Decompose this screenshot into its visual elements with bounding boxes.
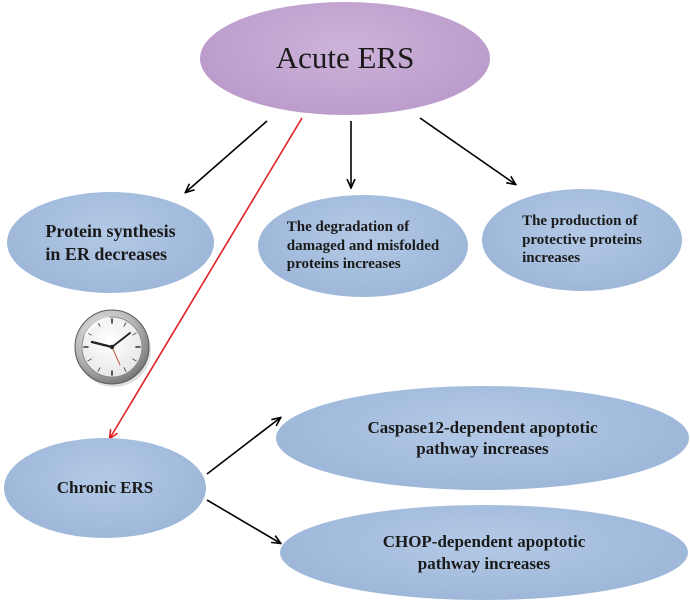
node-chop: CHOP-dependent apoptotic pathway increas… — [280, 505, 688, 600]
node-degradation: The degradation of damaged and misfolded… — [258, 195, 468, 297]
node-protein-synthesis: Protein synthesis in ER decreases — [7, 192, 214, 293]
node-production-label: The production of protective proteins in… — [522, 212, 642, 267]
node-chop-label: CHOP-dependent apoptotic pathway increas… — [382, 532, 586, 573]
node-chronic-ers: Chronic ERS — [4, 438, 206, 538]
node-acute-ers-label: Acute ERS — [275, 40, 415, 76]
node-protein-synthesis-label: Protein synthesis in ER decreases — [45, 221, 176, 264]
node-degradation-label: The degradation of damaged and misfolded… — [286, 218, 440, 273]
node-production: The production of protective proteins in… — [482, 189, 682, 291]
node-acute-ers: Acute ERS — [200, 2, 490, 115]
arrow-chronic-to-chop — [206, 499, 280, 543]
clock-icon — [74, 309, 151, 387]
node-caspase12: Caspase12-dependent apoptotic pathway in… — [276, 386, 689, 490]
arrow-acute-to-chronic — [110, 117, 303, 438]
node-caspase12-label: Caspase12-dependent apoptotic pathway in… — [367, 417, 598, 458]
node-chronic-ers-label: Chronic ERS — [56, 478, 154, 498]
arrow-acute-to-synthesis — [186, 120, 268, 192]
arrow-acute-to-production — [419, 117, 515, 184]
arrow-chronic-to-caspase — [206, 418, 280, 475]
